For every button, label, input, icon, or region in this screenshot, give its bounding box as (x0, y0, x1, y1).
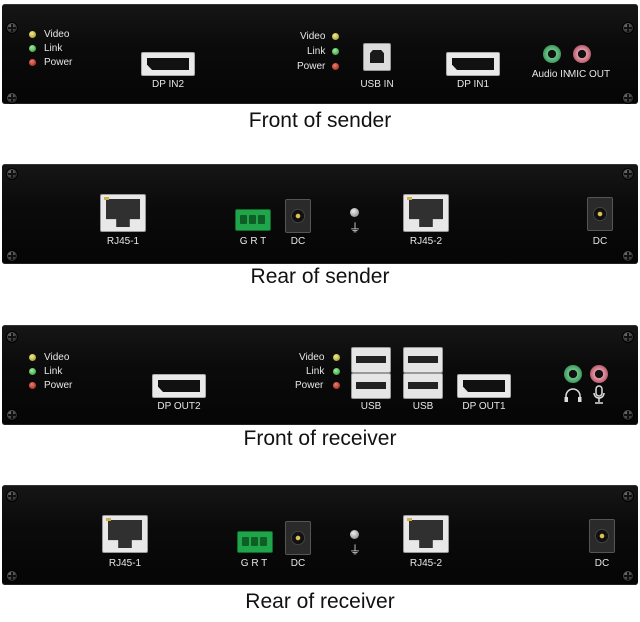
usb-label-1: USB (360, 401, 382, 412)
mid-video-led-label: Video (300, 31, 326, 42)
usb-a-port-1-top (351, 347, 391, 373)
mid-video-led-icon (333, 354, 340, 361)
receiver-rear-panel: RJ45-1 G R T DC ⏚ RJ45-2 DC (2, 485, 638, 585)
mic-out-label: MIC OUT (567, 69, 611, 80)
mic-out-jack (573, 45, 591, 63)
grt-label: G R T (239, 236, 267, 247)
usb-a-port-1-bottom (351, 373, 391, 399)
caption-front-of-sender: Front of sender (248, 109, 392, 132)
dc-power-jack-1 (285, 521, 311, 555)
receiver-front-panel: Video Link Power DP OUT2 Video Link Powe… (2, 325, 638, 425)
dp-in1-label: DP IN1 (456, 79, 490, 90)
ground-screw-icon (350, 530, 359, 539)
audio-in-label: Audio IN (531, 69, 571, 80)
sender-front-panel: Video Link Power DP IN2 Video Link Power… (2, 4, 638, 104)
screw-icon (623, 169, 633, 179)
dc-power-jack-2 (587, 197, 613, 231)
usb-in-label: USB IN (360, 79, 394, 90)
screw-icon (7, 23, 17, 33)
dc-label-1: DC (290, 236, 306, 247)
caption-front-of-receiver: Front of receiver (243, 427, 397, 450)
ground-icon: ⏚ (349, 221, 362, 235)
dc-label-2: DC (592, 236, 608, 247)
video-led-icon (29, 31, 36, 38)
dp-in2-label: DP IN2 (151, 79, 185, 90)
screw-icon (7, 410, 17, 420)
rj45-2-port (403, 515, 449, 553)
power-led-label: Power (44, 380, 73, 391)
mid-power-led-label: Power (297, 61, 326, 72)
mid-link-led-icon (332, 48, 339, 55)
dp-out1-port (457, 374, 511, 398)
ground-screw-icon (350, 208, 359, 217)
screw-icon (623, 410, 633, 420)
usb-a-port-2-bottom (403, 373, 443, 399)
usb-in-port (363, 43, 391, 71)
mid-video-led-label: Video (299, 352, 325, 363)
rj45-2-label: RJ45-2 (409, 558, 443, 569)
rj45-1-port (102, 515, 148, 553)
mid-power-led-label: Power (295, 380, 324, 391)
screw-icon (7, 332, 17, 342)
grt-terminal-block (235, 209, 271, 231)
dp-in2-port (141, 52, 195, 76)
rj45-1-label: RJ45-1 (108, 558, 142, 569)
rj45-2-port (403, 194, 449, 232)
video-led-icon (29, 354, 36, 361)
caption-rear-of-sender: Rear of sender (250, 265, 390, 288)
dp-out2-port (152, 374, 206, 398)
microphone-jack (590, 365, 608, 383)
mid-power-led-icon (332, 63, 339, 70)
dp-out1-label: DP OUT1 (462, 401, 506, 412)
ground-icon: ⏚ (349, 543, 362, 557)
headphone-icon (564, 388, 582, 402)
link-led-icon (29, 368, 36, 375)
rj45-2-label: RJ45-2 (409, 236, 443, 247)
mid-power-led-icon (333, 382, 340, 389)
caption-rear-of-receiver: Rear of receiver (245, 590, 395, 613)
power-led-icon (29, 59, 36, 66)
rj45-1-port (100, 194, 146, 232)
headphone-jack (564, 365, 582, 383)
screw-icon (7, 93, 17, 103)
video-led-label: Video (44, 352, 70, 363)
link-led-icon (29, 45, 36, 52)
screw-icon (623, 491, 633, 501)
audio-in-jack (543, 45, 561, 63)
screw-icon (623, 332, 633, 342)
dc-label-2: DC (594, 558, 610, 569)
link-led-label: Link (44, 43, 63, 54)
dc-label-1: DC (290, 558, 306, 569)
rj45-1-label: RJ45-1 (106, 236, 140, 247)
dp-in1-port (446, 52, 500, 76)
screw-icon (623, 93, 633, 103)
screw-icon (623, 571, 633, 581)
microphone-icon (593, 385, 605, 404)
grt-label: G R T (240, 558, 268, 569)
mid-link-led-label: Link (306, 366, 325, 377)
power-led-label: Power (44, 57, 73, 68)
dc-power-jack-1 (285, 199, 311, 233)
screw-icon (7, 169, 17, 179)
link-led-label: Link (44, 366, 63, 377)
mid-video-led-icon (332, 33, 339, 40)
usb-label-2: USB (412, 401, 434, 412)
power-led-icon (29, 382, 36, 389)
screw-icon (7, 251, 17, 261)
mid-link-led-icon (333, 368, 340, 375)
mid-link-led-label: Link (307, 46, 326, 57)
dc-power-jack-2 (589, 519, 615, 553)
grt-terminal-block (237, 531, 273, 553)
screw-icon (623, 23, 633, 33)
video-led-label: Video (44, 29, 70, 40)
usb-a-port-2-top (403, 347, 443, 373)
screw-icon (623, 251, 633, 261)
screw-icon (7, 571, 17, 581)
sender-rear-panel: RJ45-1 G R T DC ⏚ RJ45-2 DC (2, 164, 638, 264)
screw-icon (7, 491, 17, 501)
dp-out2-label: DP OUT2 (157, 401, 201, 412)
